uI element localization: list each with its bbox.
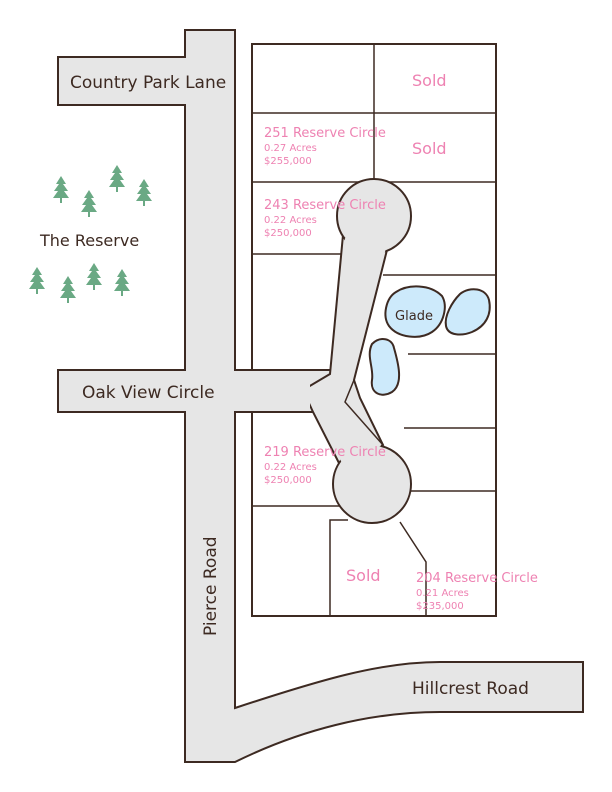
lot-price: $250,000 [264,228,312,239]
lot-219[interactable]: 219 Reserve Circle 0.22 Acres $250,000 [264,445,386,486]
lot-251[interactable]: 251 Reserve Circle 0.27 Acres $255,000 [264,126,386,167]
lot-address: 204 Reserve Circle [416,571,538,586]
trees [29,165,152,303]
road-label-hillcrest-road: Hillcrest Road [412,679,529,699]
pond-south [368,338,400,396]
pond-east [444,288,491,336]
pine-tree-icon [29,267,45,294]
lot-243[interactable]: 243 Reserve Circle 0.22 Acres $250,000 [264,198,386,239]
pond-label: Glade [395,309,433,324]
lot-204[interactable]: 204 Reserve Circle 0.21 Acres $235,000 [416,571,538,612]
lot-price: $235,000 [416,601,464,612]
pine-tree-icon [114,269,130,296]
pond-glade [384,285,446,338]
lot-address: 251 Reserve Circle [264,126,386,141]
lot-price: $250,000 [264,475,312,486]
pine-tree-icon [136,179,152,206]
sold-label: Sold [346,566,381,585]
lot-acres: 0.27 Acres [264,143,317,154]
lot-address: 219 Reserve Circle [264,445,386,460]
ponds: Glade [368,285,491,396]
lot-line [399,521,427,616]
road-merge [230,372,310,410]
area-label-the-reserve: The Reserve [39,231,139,250]
road-label-pierce-road: Pierce Road [201,536,221,636]
lot-line [329,519,348,616]
lot-acres: 0.22 Acres [264,462,317,473]
lot-address: 243 Reserve Circle [264,198,386,213]
road-merge [306,238,386,465]
reserve-circle-road [230,178,412,524]
lot-acres: 0.21 Acres [416,588,469,599]
lot-price: $255,000 [264,156,312,167]
pine-tree-icon [53,176,69,203]
road-label-oak-view-circle: Oak View Circle [82,383,215,403]
sold-label: Sold [412,71,447,90]
pine-tree-icon [81,190,97,217]
road-label-country-park-lane: Country Park Lane [70,73,226,93]
reserve-inner-edge [344,379,384,446]
sold-label: Sold [412,139,447,158]
lot-acres: 0.22 Acres [264,215,317,226]
pine-tree-icon [86,263,102,290]
pine-tree-icon [109,165,125,192]
pine-tree-icon [60,276,76,303]
